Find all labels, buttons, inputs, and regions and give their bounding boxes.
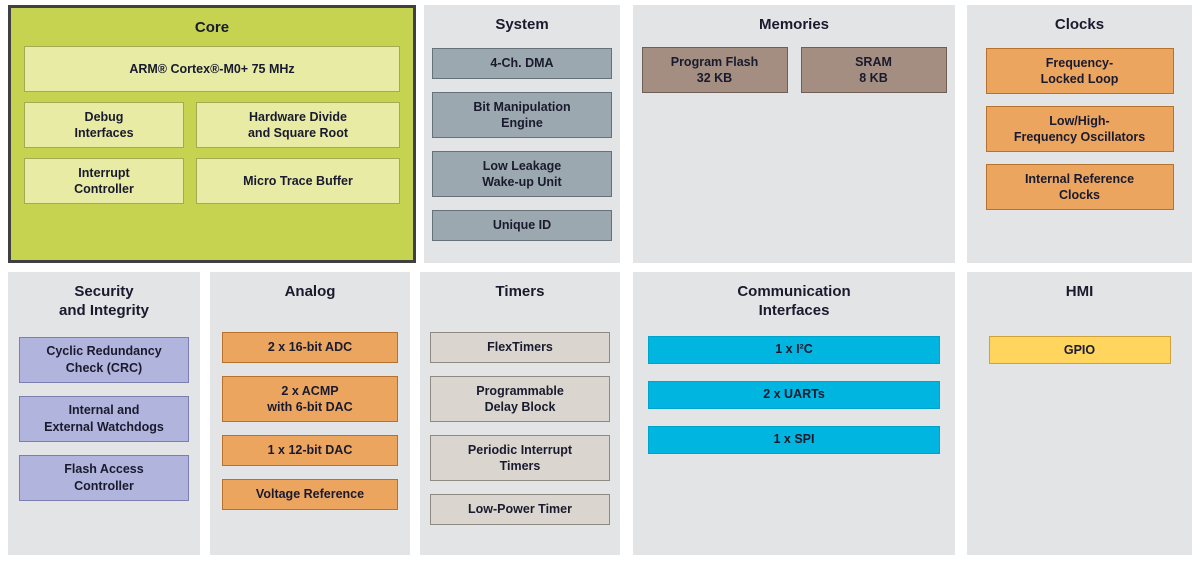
panel-memories: Memories Program Flash 32 KB SRAM 8 KB <box>633 5 955 263</box>
timers-blocks: FlexTimers Programmable Delay Block Peri… <box>420 331 620 525</box>
panel-communication-interfaces: Communication Interfaces 1 x I²C 2 x UAR… <box>633 272 955 555</box>
panel-security-and-integrity: Security and Integrity Cyclic Redundancy… <box>8 272 200 555</box>
panel-hmi-title: HMI <box>1065 283 1094 300</box>
block-programmable-delay-block: Programmable Delay Block <box>430 375 610 422</box>
panel-clocks: Clocks Frequency- Locked Loop Low/High- … <box>967 5 1192 263</box>
panel-analog: Analog 2 x 16-bit ADC 2 x ACMP with 6-bi… <box>210 272 410 555</box>
panel-core-title: Core <box>194 19 230 36</box>
panel-analog-title: Analog <box>284 283 336 300</box>
panel-hmi: HMI GPIO <box>967 272 1192 555</box>
block-frequency-locked-loop: Frequency- Locked Loop <box>985 47 1174 94</box>
block-micro-trace-buffer: Micro Trace Buffer <box>196 157 400 204</box>
core-inner: ARM® Cortex®-M0+ 75 MHz Debug Interfaces… <box>11 38 413 204</box>
panel-system: System 4-Ch. DMA Bit Manipulation Engine… <box>424 5 620 263</box>
block-4ch-dma: 4-Ch. DMA <box>432 47 612 79</box>
comm-blocks: 1 x I²C 2 x UARTs 1 x SPI <box>633 335 955 454</box>
block-flash-access-controller: Flash Access Controller <box>19 454 189 501</box>
block-program-flash-32kb: Program Flash 32 KB <box>641 46 788 93</box>
clocks-blocks: Frequency- Locked Loop Low/High- Frequen… <box>967 47 1192 210</box>
block-gpio: GPIO <box>988 335 1171 364</box>
block-bit-manipulation-engine: Bit Manipulation Engine <box>432 91 612 138</box>
block-1x-spi: 1 x SPI <box>648 425 940 454</box>
panel-system-title: System <box>495 16 549 33</box>
hmi-blocks: GPIO <box>967 335 1192 364</box>
block-2x-uarts: 2 x UARTs <box>648 380 940 409</box>
block-hardware-divide-square-root: Hardware Divide and Square Root <box>196 101 400 148</box>
panel-core: Core ARM® Cortex®-M0+ 75 MHz Debug Inter… <box>8 5 416 263</box>
block-cyclic-redundancy-check: Cyclic Redundancy Check (CRC) <box>19 336 189 383</box>
core-grid: Debug Interfaces Hardware Divide and Squ… <box>24 101 400 204</box>
panel-timers: Timers FlexTimers Programmable Delay Blo… <box>420 272 620 555</box>
analog-blocks: 2 x 16-bit ADC 2 x ACMP with 6-bit DAC 1… <box>210 331 410 510</box>
panel-memories-title: Memories <box>758 16 830 33</box>
panel-clocks-title: Clocks <box>1054 16 1105 33</box>
block-arm-cortex-m0plus: ARM® Cortex®-M0+ 75 MHz <box>24 45 400 92</box>
block-low-high-frequency-oscillators: Low/High- Frequency Oscillators <box>985 105 1174 152</box>
panel-security-title: Security and Integrity <box>58 283 149 319</box>
block-periodic-interrupt-timers: Periodic Interrupt Timers <box>430 434 610 481</box>
block-low-power-timer: Low-Power Timer <box>430 493 610 525</box>
block-debug-interfaces: Debug Interfaces <box>24 101 184 148</box>
block-2x-acmp-6bit-dac: 2 x ACMP with 6-bit DAC <box>222 375 398 422</box>
block-flextimers: FlexTimers <box>430 331 610 363</box>
block-voltage-reference: Voltage Reference <box>222 478 398 510</box>
block-internal-reference-clocks: Internal Reference Clocks <box>985 163 1174 210</box>
block-2x-16bit-adc: 2 x 16-bit ADC <box>222 331 398 363</box>
memories-blocks: Program Flash 32 KB SRAM 8 KB <box>633 46 955 93</box>
block-1x-i2c: 1 x I²C <box>648 335 940 364</box>
panel-timers-title: Timers <box>495 283 545 300</box>
security-blocks: Cyclic Redundancy Check (CRC) Internal a… <box>8 336 200 501</box>
block-interrupt-controller: Interrupt Controller <box>24 157 184 204</box>
panel-comm-title: Communication Interfaces <box>737 283 851 319</box>
block-sram-8kb: SRAM 8 KB <box>800 46 947 93</box>
block-1x-12bit-dac: 1 x 12-bit DAC <box>222 434 398 466</box>
block-low-leakage-wakeup-unit: Low Leakage Wake-up Unit <box>432 150 612 197</box>
block-unique-id: Unique ID <box>432 209 612 241</box>
block-internal-external-watchdogs: Internal and External Watchdogs <box>19 395 189 442</box>
system-blocks: 4-Ch. DMA Bit Manipulation Engine Low Le… <box>424 47 620 241</box>
